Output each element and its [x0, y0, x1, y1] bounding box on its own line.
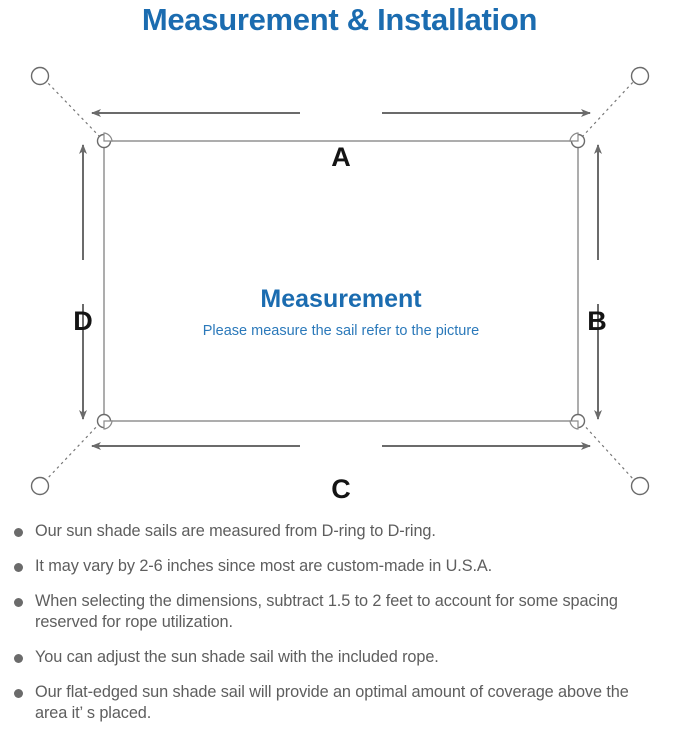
list-item: Our sun shade sails are measured from D-…: [0, 521, 679, 542]
note-text: Our flat-edged sun shade sail will provi…: [35, 683, 629, 722]
note-text: Our sun shade sails are measured from D-…: [35, 522, 436, 540]
diagram-svg: [30, 66, 650, 496]
rope-line-bottom-right: [581, 422, 635, 481]
shade-sail-body: [103, 140, 579, 422]
anchor-bottom-right-icon: [630, 476, 650, 496]
notes-list: Our sun shade sails are measured from D-…: [0, 521, 679, 738]
sail-measurement-diagram: Measurement Please measure the sail refe…: [0, 44, 679, 514]
list-item: When selecting the dimensions, subtract …: [0, 591, 679, 633]
anchor-top-left-icon: [30, 66, 50, 86]
dimension-label-a: A: [331, 142, 351, 172]
list-item: You can adjust the sun shade sail with t…: [0, 647, 679, 668]
list-item: Our flat-edged sun shade sail will provi…: [0, 682, 679, 724]
page-title: Measurement & Installation: [141, 2, 538, 37]
rope-line-top-right: [581, 80, 635, 138]
anchor-rope-lines: [45, 80, 635, 481]
anchor-points-group: [30, 66, 650, 496]
bullet-icon: [14, 598, 23, 607]
dimension-label-c: C: [331, 474, 351, 504]
note-text: It may vary by 2-6 inches since most are…: [35, 557, 493, 575]
list-item: It may vary by 2-6 inches since most are…: [0, 556, 679, 577]
diagram-center-title: Measurement: [260, 285, 422, 313]
webbing-bottom-left: [103, 420, 113, 430]
note-text: You can adjust the sun shade sail with t…: [35, 648, 439, 666]
note-text: When selecting the dimensions, subtract …: [35, 592, 618, 631]
anchor-bottom-left-icon: [30, 476, 50, 496]
webbing-top-left: [103, 132, 113, 142]
diagram-center-subtitle: Please measure the sail refer to the pic…: [202, 323, 480, 339]
d-ring-webbing-group: [103, 132, 579, 430]
webbing-top-right: [569, 132, 579, 142]
webbing-bottom-right: [569, 420, 579, 430]
dimension-label-b: B: [587, 306, 607, 336]
rope-line-top-left: [45, 80, 101, 138]
bullet-icon: [14, 654, 23, 663]
dimension-label-d: D: [73, 306, 93, 336]
rope-line-bottom-left: [45, 422, 101, 481]
bullet-icon: [14, 689, 23, 698]
bullet-icon: [14, 528, 23, 537]
anchor-top-right-icon: [630, 66, 650, 86]
bullet-icon: [14, 563, 23, 572]
